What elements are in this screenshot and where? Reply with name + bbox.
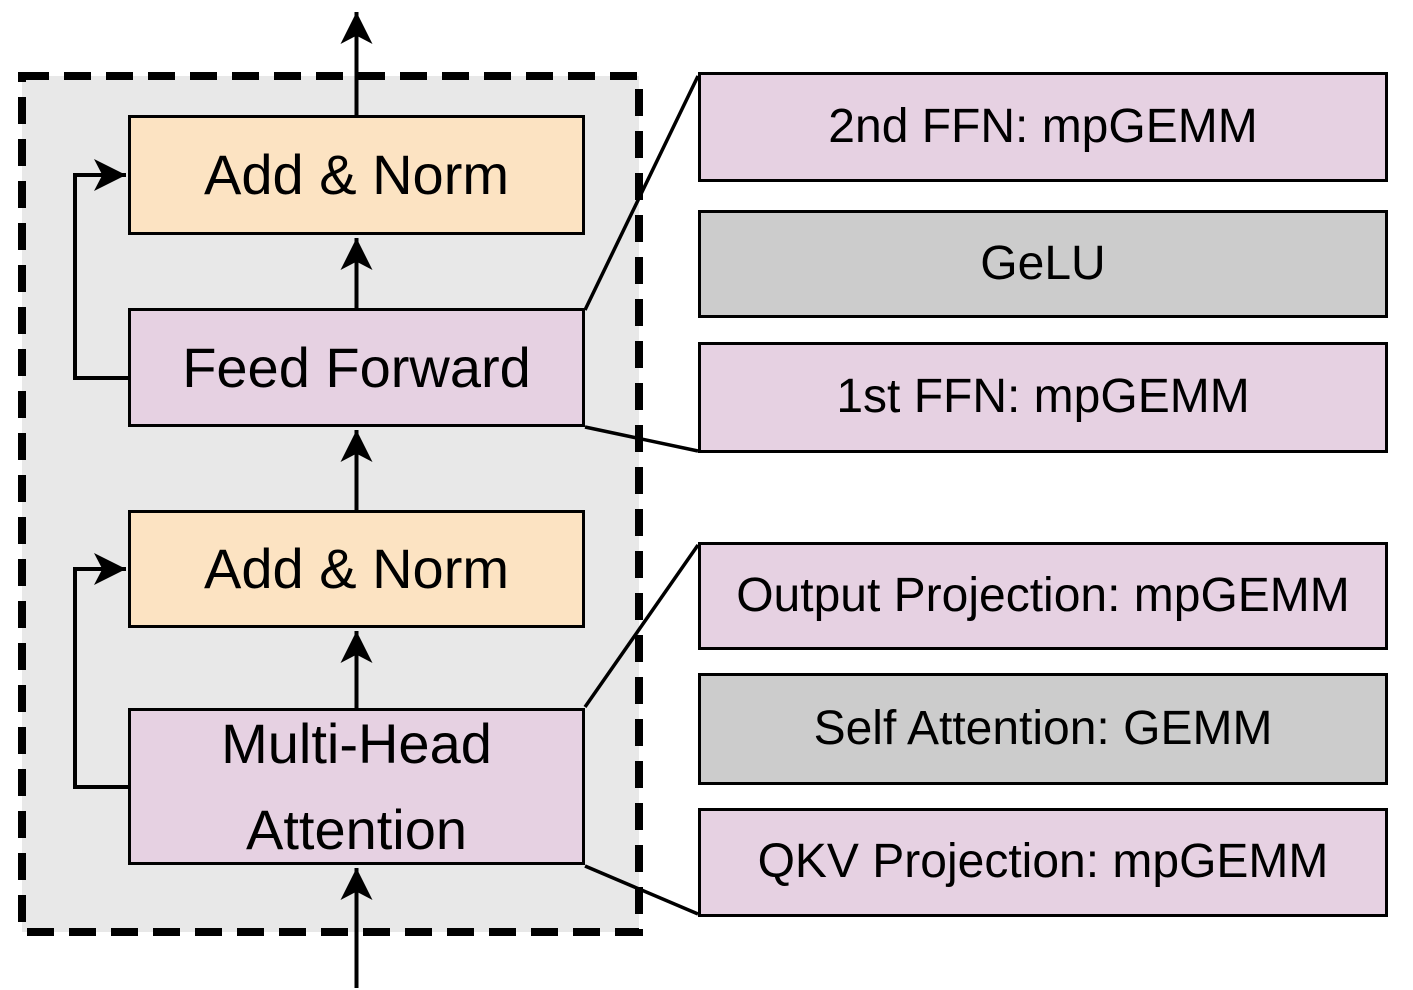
connector-ff-to-2nd-ffn	[583, 75, 700, 311]
callout-output-projection-label: Output Projection: mpGEMM	[736, 568, 1350, 622]
node-add-norm-top-label: Add & Norm	[204, 143, 509, 207]
callout-qkv-projection: QKV Projection: mpGEMM	[698, 808, 1388, 917]
connector-ff-to-1st-ffn	[584, 425, 699, 453]
node-mha-label-line1: Multi-Head	[221, 711, 492, 775]
connector-mha-to-qkv-proj	[584, 864, 699, 916]
callout-gelu-label: GeLU	[980, 236, 1106, 290]
connector-mha-to-output-proj	[583, 543, 700, 709]
callout-2nd-ffn: 2nd FFN: mpGEMM	[698, 72, 1388, 182]
callout-1st-ffn-label: 1st FFN: mpGEMM	[836, 370, 1250, 424]
node-add-norm-bottom: Add & Norm	[128, 510, 585, 628]
node-multi-head-attention: Multi-Head Attention	[128, 708, 585, 865]
callout-qkv-projection-label: QKV Projection: mpGEMM	[757, 835, 1329, 889]
callout-gelu: GeLU	[698, 210, 1388, 318]
callout-2nd-ffn-label: 2nd FFN: mpGEMM	[828, 99, 1258, 153]
skip-connection-feed-forward	[73, 159, 128, 380]
node-feed-forward: Feed Forward	[128, 308, 585, 427]
callout-self-attention-label: Self Attention: GEMM	[813, 701, 1273, 755]
callout-1st-ffn: 1st FFN: mpGEMM	[698, 342, 1388, 453]
callout-output-projection: Output Projection: mpGEMM	[698, 542, 1388, 650]
callout-self-attention: Self Attention: GEMM	[698, 673, 1388, 785]
node-add-norm-top: Add & Norm	[128, 115, 585, 235]
node-feed-forward-label: Feed Forward	[182, 335, 531, 399]
node-add-norm-bottom-label: Add & Norm	[204, 537, 509, 601]
skip-connection-attention	[73, 553, 128, 789]
node-mha-label-line2: Attention	[245, 797, 468, 861]
